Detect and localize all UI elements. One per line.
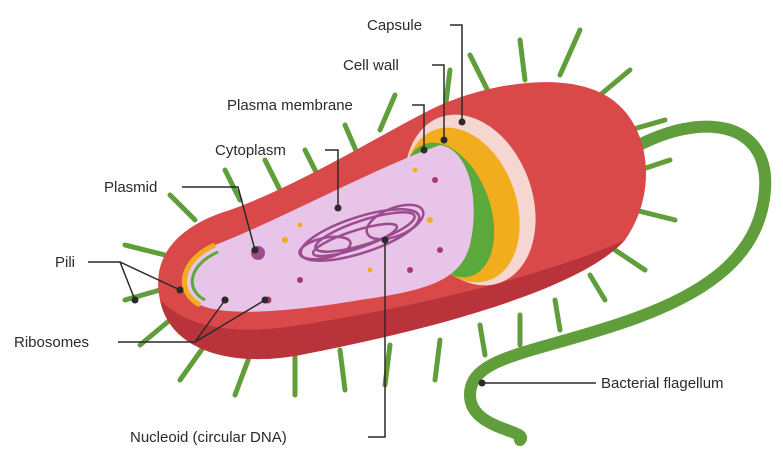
pilus	[125, 245, 165, 255]
granule	[282, 237, 288, 243]
label-cell-wall: Cell wall	[343, 57, 399, 74]
pilus	[590, 275, 605, 300]
pilus	[560, 30, 580, 75]
label-flagellum: Bacterial flagellum	[601, 375, 724, 392]
ribosome	[297, 277, 303, 283]
pilus	[380, 95, 395, 130]
ribosome	[437, 247, 443, 253]
label-nucleoid: Nucleoid (circular DNA)	[130, 429, 287, 446]
label-cytoplasm: Cytoplasm	[215, 142, 286, 159]
ribosome	[432, 177, 438, 183]
pilus	[225, 170, 240, 200]
pilus	[555, 300, 560, 330]
pilus	[340, 350, 345, 390]
label-pili: Pili	[55, 254, 75, 271]
pilus	[125, 290, 160, 300]
granule	[427, 217, 433, 223]
pilus	[635, 210, 675, 220]
pilus	[600, 70, 630, 95]
pilus	[470, 55, 490, 95]
label-ribosomes: Ribosomes	[14, 334, 89, 351]
pilus	[235, 355, 250, 395]
granule	[368, 268, 373, 273]
label-plasma-membrane: Plasma membrane	[227, 97, 353, 114]
label-plasmid: Plasmid	[104, 179, 157, 196]
pilus	[480, 325, 485, 355]
pilus	[180, 345, 205, 380]
pilus	[265, 160, 280, 190]
granule	[413, 168, 418, 173]
pilus	[170, 195, 195, 220]
pilus	[435, 340, 440, 380]
label-capsule: Capsule	[367, 17, 422, 34]
ribosome	[407, 267, 413, 273]
pilus	[520, 40, 525, 80]
pilus	[615, 250, 645, 270]
granule	[298, 223, 303, 228]
